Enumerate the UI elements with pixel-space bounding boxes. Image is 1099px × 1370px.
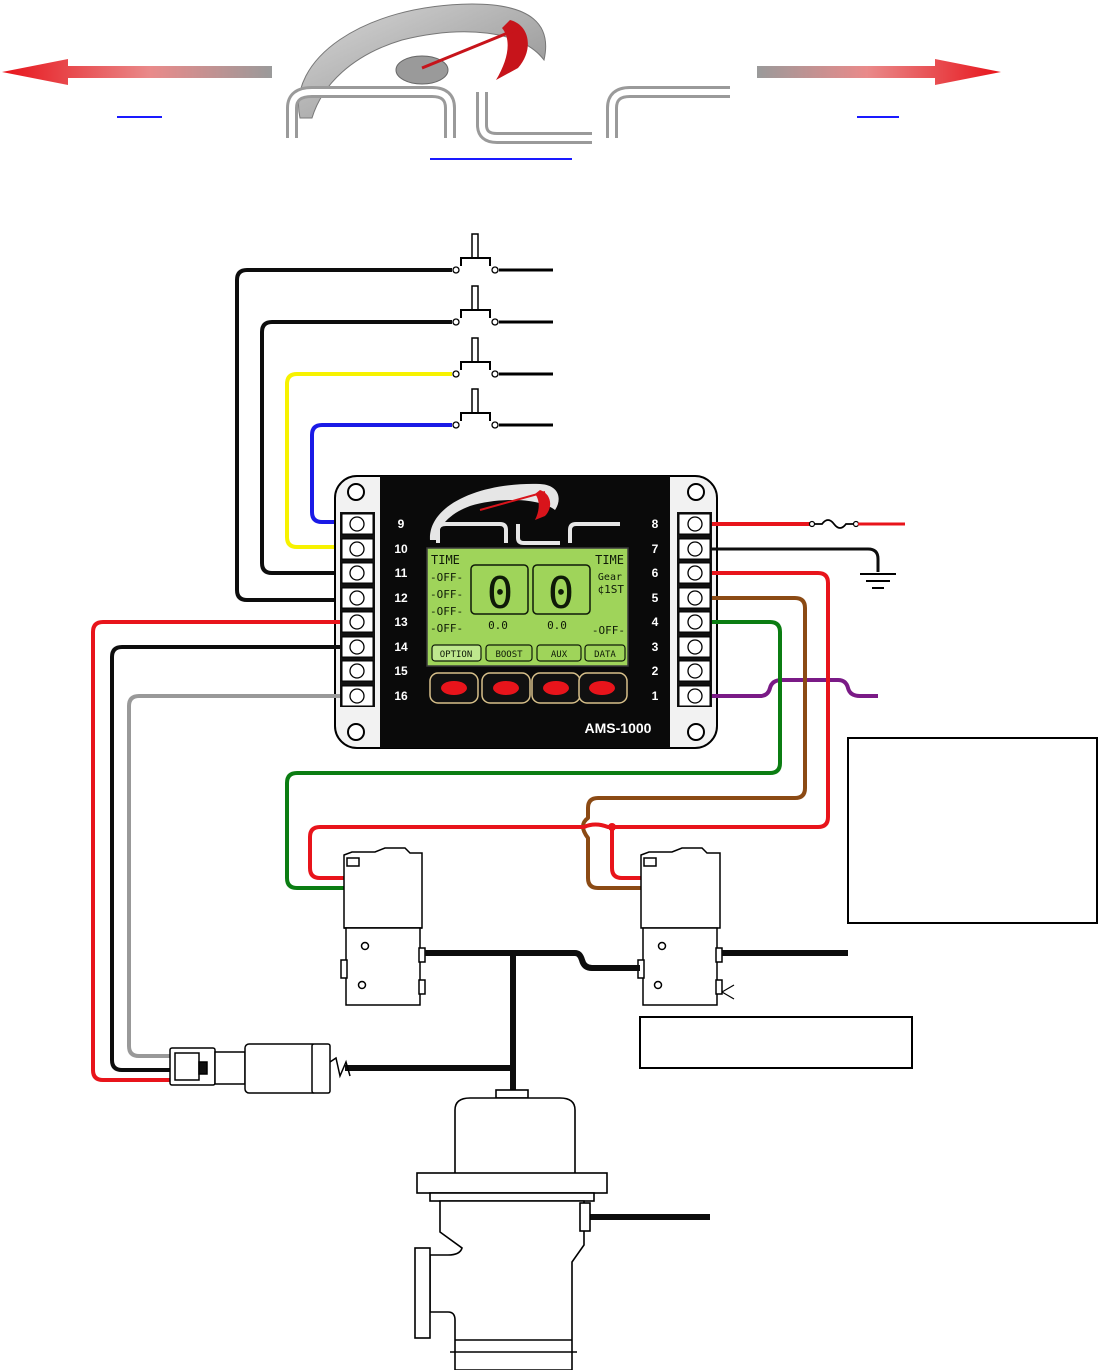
- push-switch-2: [452, 285, 499, 326]
- wire-pin-5-brown: [581, 596, 807, 890]
- pin-label: 8: [652, 517, 659, 531]
- lcd-left-row: -OFF-: [430, 622, 463, 635]
- lcd-left-header: TIME: [431, 553, 460, 567]
- switch-wires: [235, 268, 452, 602]
- left-arrow-icon[interactable]: [0, 55, 275, 89]
- wire-pin-7-black: [712, 547, 880, 572]
- solenoid-wires: [285, 571, 830, 890]
- wire-pin-1-purple: [712, 678, 878, 698]
- pin-label: 2: [652, 664, 659, 678]
- lcd-display: TIME TIME -OFF- -OFF- -OFF- -OFF- 0 0 Ge…: [430, 553, 625, 660]
- pin-label: 3: [652, 640, 659, 654]
- lcd-tab-aux: AUX: [551, 650, 568, 660]
- terminal-block-left: [340, 512, 375, 707]
- controller-ams-1000: [334, 475, 718, 749]
- lcd-right-header: TIME: [595, 553, 624, 567]
- wastegate: [414, 1089, 608, 1370]
- push-switch-4: [452, 388, 499, 429]
- lcd-digit-right: 0: [548, 568, 575, 619]
- wire-pin-11-black: [260, 320, 452, 575]
- pin-label: 4: [652, 615, 659, 629]
- lcd-left-row: -OFF-: [430, 571, 463, 584]
- lcd-tab-boost: BOOST: [495, 650, 523, 660]
- sensor-wires: [91, 620, 340, 1082]
- wire-pin-14-black: [110, 645, 340, 1072]
- label-box-large: [847, 737, 1098, 924]
- terminal-block-right: [677, 512, 712, 707]
- power-wires: [712, 519, 905, 698]
- label-box-small: [639, 1016, 913, 1069]
- header: [0, 0, 1099, 170]
- lcd-tab-option: OPTION: [440, 650, 473, 660]
- controller-button-row: [429, 672, 628, 704]
- wire-pin-12-black: [235, 268, 452, 602]
- lcd-gear-label: Gear: [598, 572, 622, 583]
- ground-icon: [860, 573, 896, 589]
- pin-label: 9: [398, 517, 405, 531]
- pin-label: 10: [394, 542, 408, 556]
- pressure-sensor: [169, 1043, 351, 1094]
- lcd-left-row: -OFF-: [430, 605, 463, 618]
- pin-label: 13: [394, 615, 408, 629]
- pin-label: 14: [394, 640, 408, 654]
- model-label: AMS-1000: [585, 720, 652, 736]
- lcd-tab-data: DATA: [594, 650, 616, 660]
- wire-pin-16-gray: [127, 694, 340, 1058]
- right-arrow-icon[interactable]: [755, 55, 1005, 89]
- alr-logo: [286, 3, 730, 144]
- pin-numbers-left: 9 10 11 12 13 14 15 16: [394, 517, 408, 703]
- vacuum-hoses: [345, 950, 848, 1220]
- wire-pin-6-red: [308, 571, 830, 880]
- wire-pin-13-red: [91, 620, 340, 1082]
- pin-label: 11: [395, 566, 408, 580]
- switch-group: [452, 233, 553, 429]
- wire-pin-9-blue: [310, 423, 452, 524]
- solenoid-right: [637, 847, 735, 1006]
- lcd-left-row: -OFF-: [430, 588, 463, 601]
- lcd-value-left: 0.0: [488, 619, 508, 632]
- wire-pin-4-green: [285, 620, 782, 890]
- solenoid-left: [340, 847, 426, 1006]
- push-switch-1: [452, 233, 499, 274]
- home-link[interactable]: [430, 158, 572, 160]
- lcd-gear-value: ¢1ST: [598, 583, 625, 596]
- pin-label: 16: [394, 689, 408, 703]
- pin-label: 12: [394, 591, 408, 605]
- lcd-digit-left: 0: [487, 568, 514, 619]
- pin-label: 7: [652, 542, 659, 556]
- push-switch-3: [452, 337, 499, 378]
- prev-link[interactable]: [117, 116, 162, 118]
- lcd-value-right: 0.0: [547, 619, 567, 632]
- lcd-right-status: -OFF-: [592, 624, 625, 637]
- fuse-icon: [812, 519, 856, 529]
- wire-pin-10-yellow: [285, 372, 452, 549]
- pin-numbers-right: 8 7 6 5 4 3 2 1: [652, 517, 659, 703]
- pin-label: 15: [394, 664, 408, 678]
- pin-label: 6: [652, 566, 659, 580]
- pin-label: 5: [652, 591, 659, 605]
- pin-label: 1: [652, 689, 659, 703]
- next-link[interactable]: [857, 116, 899, 118]
